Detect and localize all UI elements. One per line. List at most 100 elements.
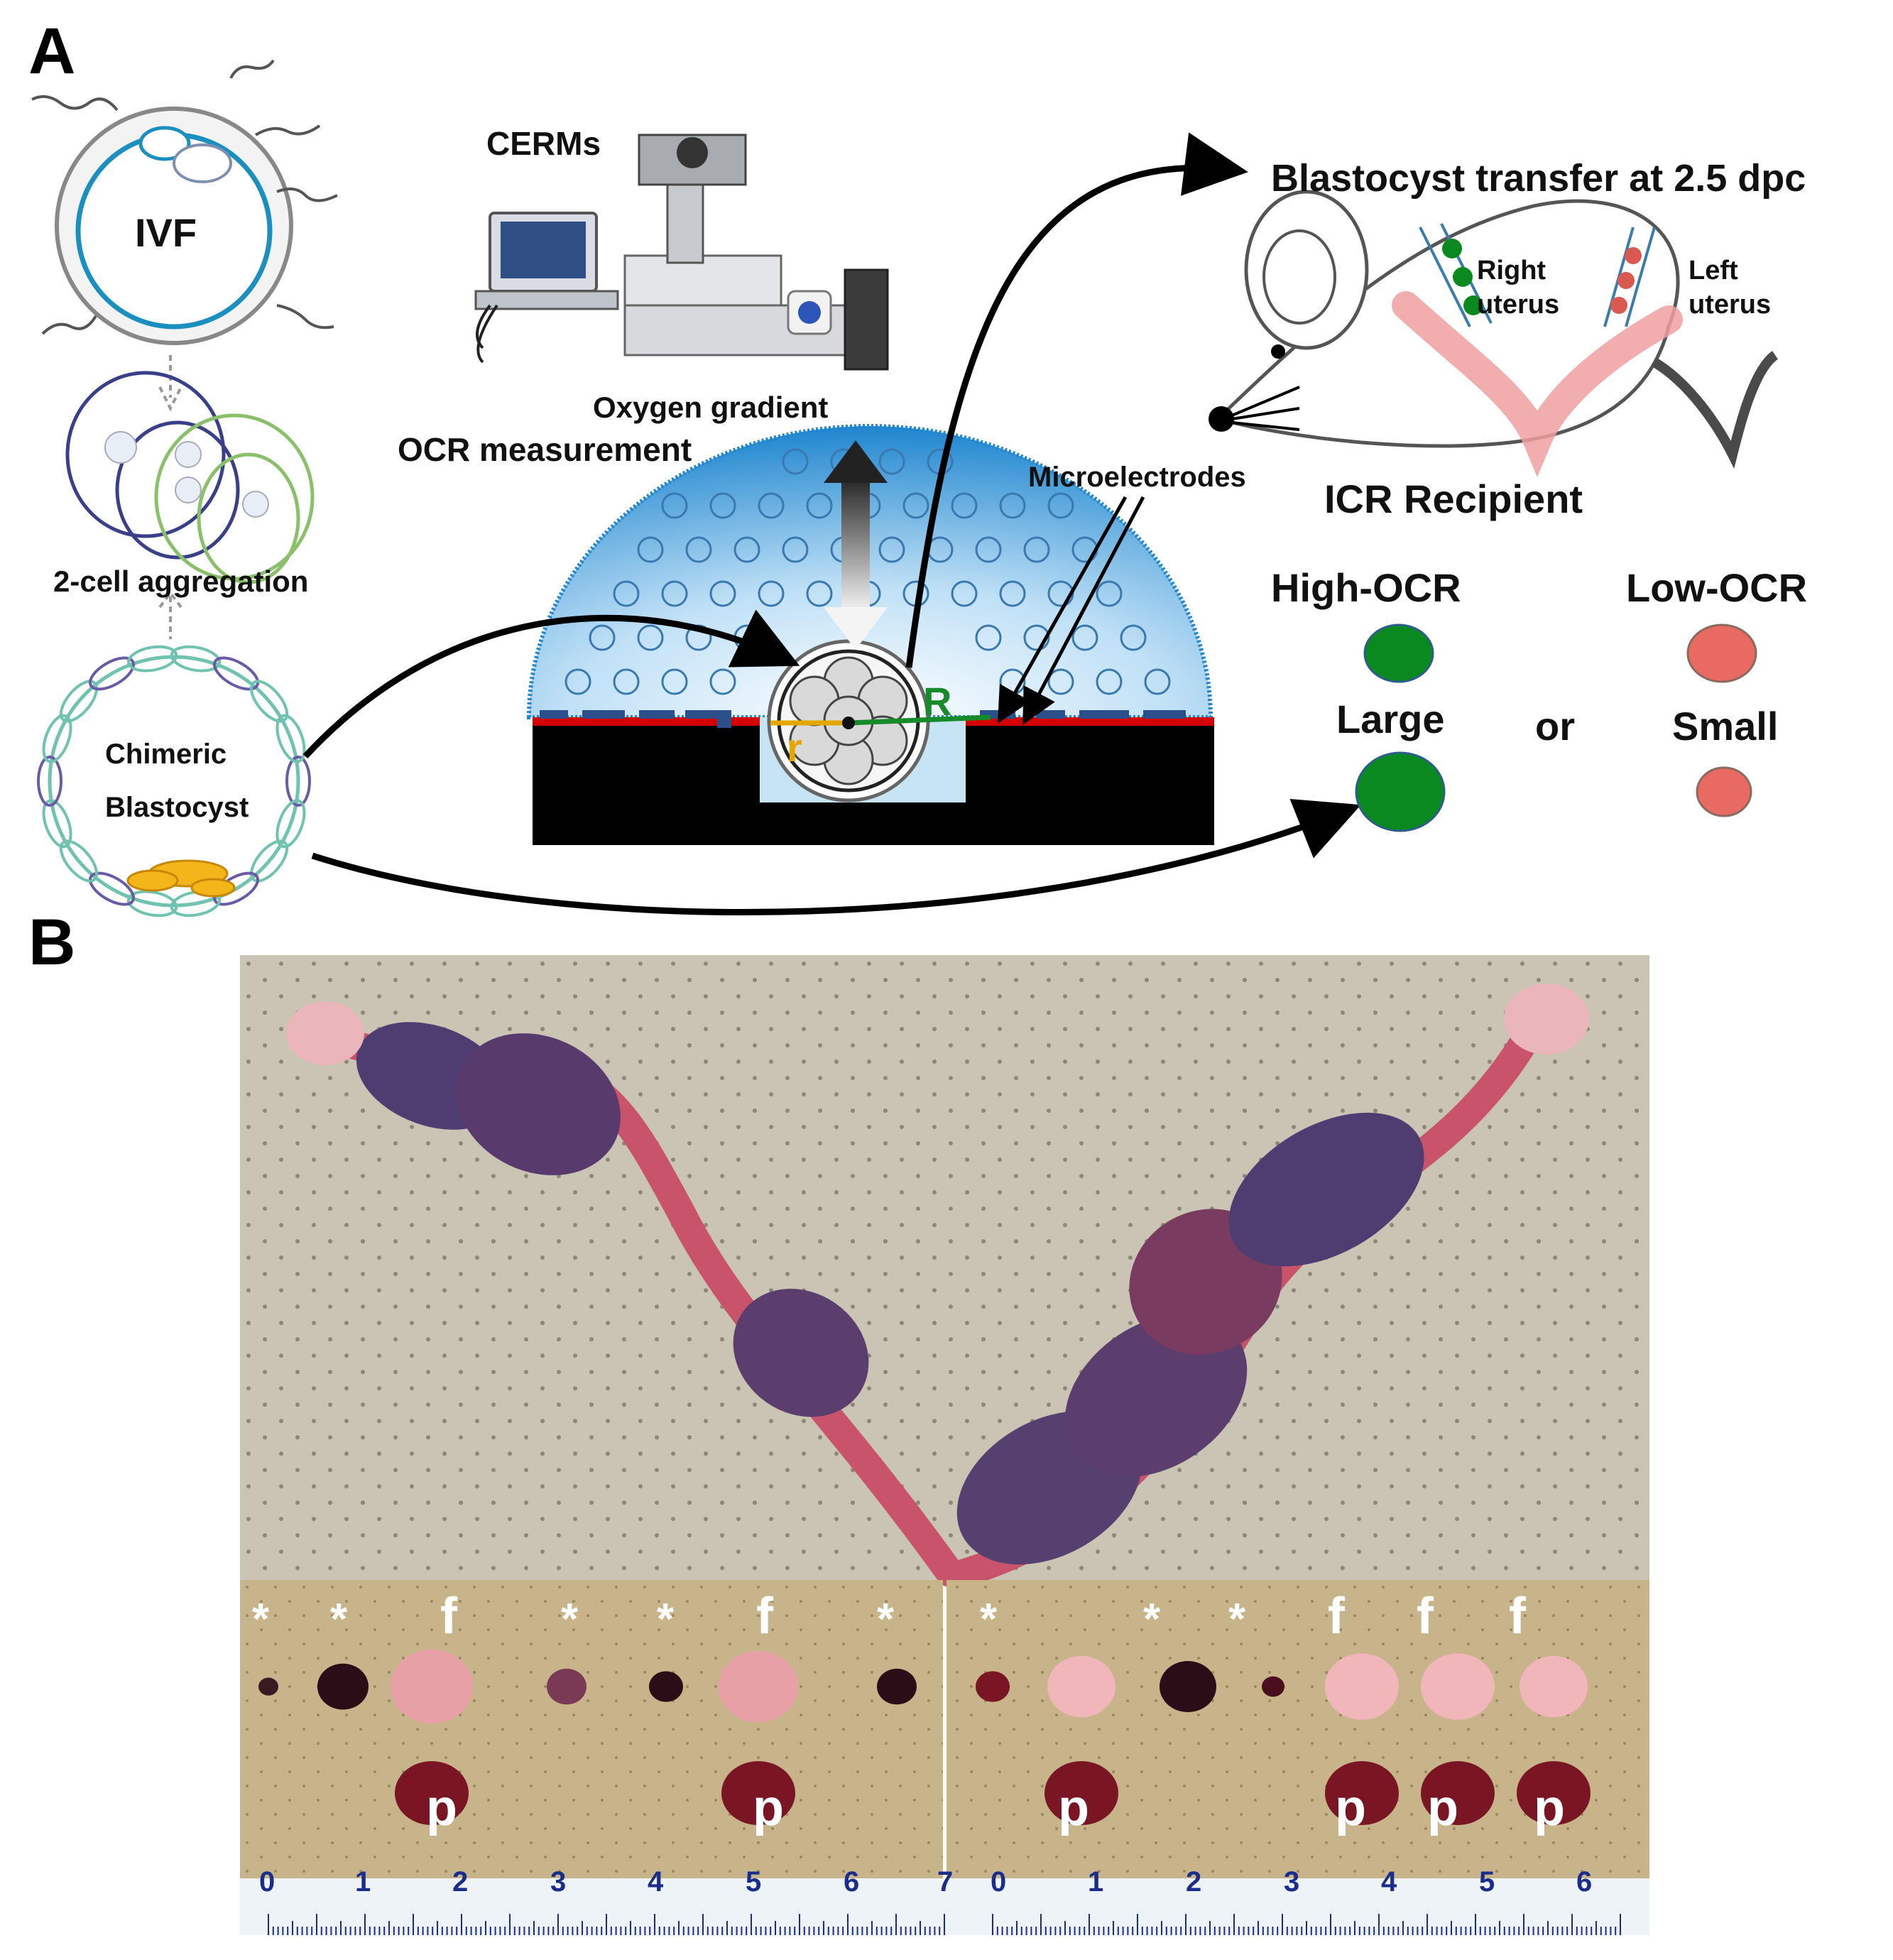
left-uterus-label-1: Left <box>1689 256 1738 285</box>
placenta-marker: p <box>1058 1780 1089 1836</box>
ruler-number: 1 <box>1088 1866 1104 1898</box>
cumulus-cell <box>951 580 978 607</box>
trophectoderm-cell <box>127 645 178 673</box>
radius-r-label: r <box>787 725 802 770</box>
high-ocr-label: High-OCR <box>1271 565 1461 610</box>
cumulus-cell <box>685 536 712 563</box>
trophectoderm-cell <box>88 871 136 906</box>
cumulus-cell <box>1023 624 1050 651</box>
placenta-marker: p <box>1427 1780 1458 1836</box>
conceptus <box>719 1650 798 1723</box>
conceptus <box>391 1649 473 1724</box>
cumulus-cell <box>999 492 1026 519</box>
trophectoderm-cell <box>276 799 306 849</box>
ruler-number: 0 <box>259 1866 276 1898</box>
ruler-number: 0 <box>991 1866 1007 1898</box>
or-label: or <box>1535 704 1575 748</box>
cumulus-cell <box>709 492 736 519</box>
ruler-number: 6 <box>1576 1866 1593 1898</box>
cumulus-cell <box>1047 668 1074 695</box>
placenta <box>395 1761 469 1825</box>
tray-marker: * <box>1143 1595 1161 1644</box>
cerms-equipment-icon <box>474 134 889 371</box>
tray-marker: * <box>1228 1595 1246 1644</box>
cumulus-cell <box>806 492 833 519</box>
trophectoderm-cell <box>170 645 221 673</box>
tray-marker: f <box>1509 1588 1526 1645</box>
cumulus-cell <box>1096 668 1123 695</box>
cumulus-cell <box>1071 624 1098 651</box>
conceptus <box>1325 1653 1399 1720</box>
ruler-number: 5 <box>1479 1866 1495 1898</box>
trophectoderm-cell <box>127 890 178 918</box>
cumulus-cell <box>975 536 1002 563</box>
cumulus-cell <box>733 536 760 563</box>
cumulus-cell <box>902 492 929 519</box>
small-circle <box>1696 766 1752 817</box>
conceptus <box>649 1671 683 1702</box>
placenta <box>1325 1761 1399 1825</box>
cumulus-cell <box>661 668 688 695</box>
placenta <box>1044 1761 1118 1825</box>
recipient-label: ICR Recipient <box>1324 477 1583 521</box>
conceptus <box>1421 1653 1495 1720</box>
large-circle <box>1355 751 1446 832</box>
placenta-marker: p <box>426 1780 457 1836</box>
conceptus <box>1520 1655 1588 1718</box>
cumulus-cell <box>806 580 833 607</box>
ivf-label: IVF <box>135 210 197 255</box>
trophectoderm-cell <box>285 756 311 807</box>
trophectoderm-cell <box>250 680 289 723</box>
conceptus <box>547 1668 587 1705</box>
trophectoderm-cell <box>59 680 98 723</box>
ruler-number: 3 <box>550 1866 567 1898</box>
cumulus-cell <box>782 448 809 475</box>
tray-marker: * <box>330 1595 348 1644</box>
cumulus-cell <box>589 624 616 651</box>
conceptus <box>1047 1655 1115 1718</box>
low-ocr-label: Low-OCR <box>1626 565 1808 610</box>
conceptus <box>1160 1661 1216 1712</box>
trophectoderm-cell <box>42 714 72 763</box>
chimeric-label-line1: Chimeric <box>105 739 227 770</box>
panel-a-letter: A <box>28 15 76 87</box>
cumulus-cell <box>661 492 688 519</box>
cumulus-cell <box>1023 536 1050 563</box>
two-cell-aggregation <box>65 371 315 584</box>
cumulus-cell <box>975 624 1002 651</box>
cumulus-cell <box>1120 624 1147 651</box>
uterus-photo <box>240 955 1649 1935</box>
low-ocr-circle <box>1686 624 1757 683</box>
right-uterus-label-2: uterus <box>1477 290 1560 320</box>
placenta <box>1517 1761 1591 1825</box>
trophectoderm-cell <box>59 839 98 883</box>
ruler-number: 4 <box>648 1866 664 1898</box>
ruler-number: 1 <box>355 1866 371 1898</box>
cumulus-cell <box>709 668 736 695</box>
microelectrodes-label: Microelectrodes <box>1028 462 1246 493</box>
cumulus-cell <box>637 536 664 563</box>
cumulus-cell <box>999 580 1026 607</box>
cumulus-cell <box>878 536 905 563</box>
conceptus <box>1262 1676 1284 1697</box>
ivf-oocyte <box>31 59 338 345</box>
placenta <box>1421 1761 1495 1825</box>
placenta-marker: p <box>753 1780 784 1836</box>
tray-marker: * <box>877 1595 895 1644</box>
tray-marker: * <box>980 1595 998 1644</box>
aggregation-label: 2-cell aggregation <box>53 565 309 598</box>
cumulus-cell <box>613 668 640 695</box>
cumulus-cell <box>661 580 688 607</box>
placenta-marker: p <box>1534 1780 1565 1836</box>
chimeric-blastocyst <box>37 645 311 918</box>
tray-marker: * <box>252 1595 270 1644</box>
conceptus <box>258 1677 278 1696</box>
ruler-number: 2 <box>1186 1866 1202 1898</box>
cerms-label: CERMs <box>486 125 601 162</box>
ruler-number: 7 <box>937 1866 954 1898</box>
tray-marker: * <box>561 1595 579 1644</box>
trophectoderm-cell <box>276 714 306 763</box>
large-label: Large <box>1336 697 1445 741</box>
oxygen-gradient-label: Oxygen gradient <box>593 391 829 424</box>
embryo-in-well <box>767 639 991 802</box>
